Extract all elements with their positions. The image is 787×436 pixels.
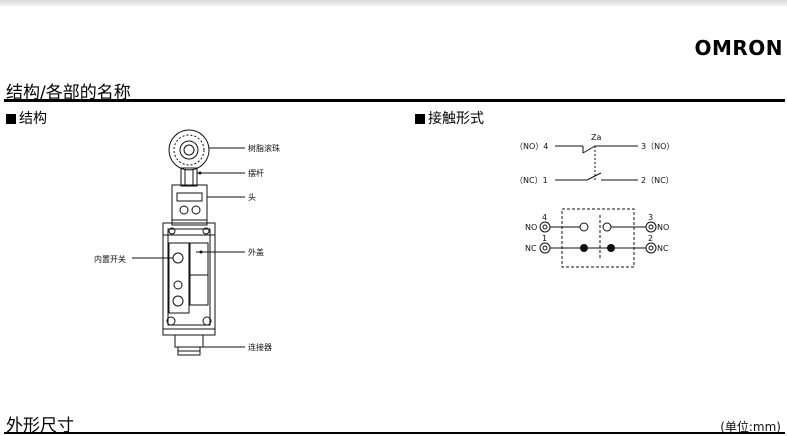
section-rule-bottom <box>4 432 785 434</box>
subtitle-structure-label: 结构 <box>19 111 47 127</box>
terminal-4-no: （NO）4 <box>515 142 548 151</box>
label-cover: 外盖 <box>248 247 264 257</box>
square-bullet-icon <box>415 114 425 124</box>
label-head: 头 <box>248 192 256 202</box>
subtitle-contact-label: 接触形式 <box>428 111 484 127</box>
label-connector: 连接器 <box>248 342 272 352</box>
terminal-num-1: 1 <box>542 234 547 243</box>
subtitle-contact: 接触形式 <box>415 108 484 128</box>
omron-logo: OMRON <box>694 36 783 60</box>
terminal-num-3: 3 <box>648 213 653 222</box>
label-za: Za <box>591 133 601 142</box>
label-no-left: NO <box>525 223 537 232</box>
section-title-dimensions: 外形尺寸 <box>6 416 74 436</box>
contact-form-diagram: Za （NO）4 3（NO） （NC）1 2（NC） 4 3 1 2 NO NO… <box>515 133 674 268</box>
section-title-structure: 结构/各部的名称 <box>6 83 131 103</box>
terminal-num-2: 2 <box>648 234 653 243</box>
label-no-right: NO <box>657 223 669 232</box>
top-bar <box>0 0 787 6</box>
square-bullet-icon <box>6 114 16 124</box>
subtitle-structure: 结构 <box>6 108 47 128</box>
label-roller: 树脂滚珠 <box>248 143 280 153</box>
switch-structure-diagram: 树脂滚珠 摆杆 头 内置开关 外盖 连接器 <box>94 129 280 356</box>
terminal-1-nc: （NC）1 <box>515 176 548 185</box>
label-nc-left: NC <box>525 244 537 253</box>
label-lever: 摆杆 <box>248 168 264 178</box>
terminal-2-nc: 2（NC） <box>641 176 674 185</box>
unit-label: (单位:mm) <box>720 420 781 434</box>
terminal-num-4: 4 <box>542 213 547 222</box>
terminal-3-no: 3（NO） <box>641 142 674 151</box>
label-internal-switch: 内置开关 <box>94 254 126 264</box>
section-rule-top <box>4 99 785 102</box>
label-nc-right: NC <box>657 244 669 253</box>
